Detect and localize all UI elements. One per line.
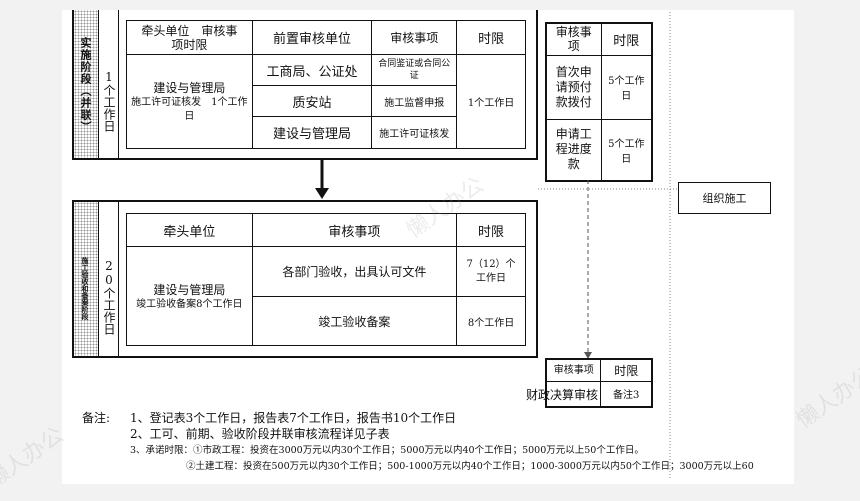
bottom-header-time: 时限 <box>456 213 526 247</box>
finance-header-time: 时限 <box>600 358 653 382</box>
right-top-row-time-2: 5个工作日 <box>600 118 653 182</box>
organize-construction-box: 组织施工 <box>678 182 771 214</box>
top-header-item: 审核事项 <box>371 20 458 55</box>
top-stage-time: 1个工作日 <box>102 70 116 132</box>
finance-time: 备注3 <box>600 380 653 408</box>
finance-item: 财政决算审核 <box>526 388 599 402</box>
bottom-stage-table: 牵头单位 审核事项 时限 建设与管理局 竣工验收备案8个工作日 各部门验收，出具… <box>126 213 526 346</box>
finance-arrowhead <box>584 352 592 359</box>
bottom-header-item: 审核事项 <box>251 213 458 247</box>
note-line-4: ②土建工程：投资在500万元以内30个工作日；500-1000万元以内40个工作… <box>186 461 754 472</box>
top-row-unit-3: 建设与管理局 <box>251 116 373 149</box>
bottom-stage-label-column: 施工验收和备案阶段 <box>74 202 99 356</box>
right-top-row-item-1: 首次申请预付款拨付 <box>545 54 602 120</box>
top-row-item-2: 施工监督申报 <box>371 85 458 117</box>
bottom-header-lead: 牵头单位 <box>126 213 253 247</box>
top-header-time: 时限 <box>456 20 526 55</box>
finance-table: 审核事项 时限 备注3 <box>545 358 653 408</box>
right-top-header-item: 审核事项 <box>545 22 602 56</box>
top-lead-cell: 建设与管理局 施工许可证核发 1个工作日 <box>126 54 253 149</box>
top-row-item-1: 合同鉴证或合同公证 <box>371 54 458 86</box>
bottom-stage-time: 20个工作日 <box>102 259 116 335</box>
bottom-lead-item: 竣工验收备案8个工作日 <box>136 298 243 310</box>
bottom-stage-label: 施工验收和备案阶段 <box>81 256 90 320</box>
top-header-lead: 牵头单位 审核事项时限 <box>126 20 253 55</box>
bottom-stage-frame <box>72 200 538 358</box>
right-top-header-time: 时限 <box>600 22 653 56</box>
top-stage-label: 实施阶段（并联） <box>79 37 92 133</box>
bottom-lead-cell: 建设与管理局 竣工验收备案8个工作日 <box>126 246 253 346</box>
note-line-3: 3、承诺时限：①市政工程：投资在3000万元以内30个工作日；5000万元以内4… <box>130 445 644 456</box>
bottom-row-time-1: 7（12）个工作日 <box>456 246 526 297</box>
top-row-unit-2: 质安站 <box>251 85 373 117</box>
top-stage-time-column: 1个工作日 <box>99 10 119 158</box>
top-lead-unit: 建设与管理局 <box>153 81 226 95</box>
bottom-row-item-1: 各部门验收，出具认可文件 <box>251 246 458 297</box>
note-line-2: 2、工可、前期、验收阶段并联审核流程详见子表 <box>130 427 390 441</box>
top-row-item-3: 施工许可证核发 <box>371 116 458 149</box>
note-line-1: 1、登记表3个工作日，报告表7个工作日，报告书10个工作日 <box>130 411 457 425</box>
top-row-unit-1: 工商局、公证处 <box>251 54 373 86</box>
top-stage-frame <box>72 10 538 160</box>
top-stage-label-column: 实施阶段（并联） <box>74 10 99 158</box>
notes-label: 备注: <box>82 411 111 425</box>
top-header-pre-unit: 前置审核单位 <box>251 20 373 55</box>
right-top-table: 审核事项 时限 首次申请预付款拨付 5个工作日 申请工程进度款 5个工作日 <box>545 22 653 182</box>
stage-transition-arrowhead <box>315 188 329 199</box>
bottom-lead-unit: 建设与管理局 <box>153 282 226 297</box>
top-lead-item: 施工许可证核发 1个工作日 <box>131 97 248 122</box>
top-time-cell: 1个工作日 <box>456 54 526 149</box>
bottom-row-item-2: 竣工验收备案 <box>251 296 458 346</box>
bottom-stage-time-column: 20个工作日 <box>99 202 119 356</box>
bottom-row-time-2: 8个工作日 <box>456 296 526 346</box>
finance-header-item: 审核事项 <box>545 358 602 382</box>
right-top-row-item-2: 申请工程进度款 <box>545 118 602 182</box>
top-stage-table: 牵头单位 审核事项时限 前置审核单位 审核事项 时限 建设与管理局 施工许可证核… <box>126 20 526 149</box>
